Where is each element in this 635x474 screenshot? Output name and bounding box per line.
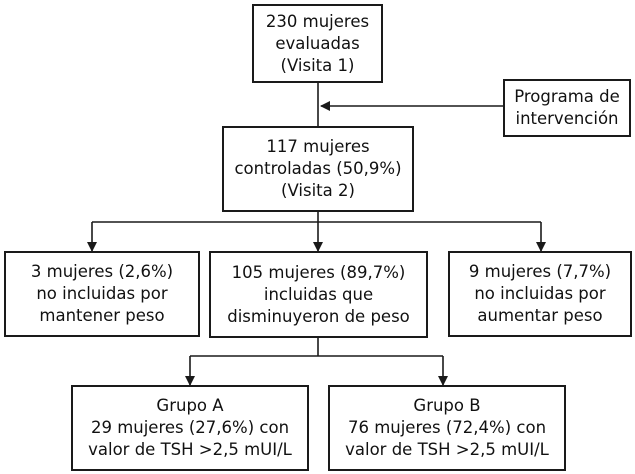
box-decreased-line-3: disminuyeron de peso: [227, 306, 410, 326]
box-group-b: Grupo B 76 mujeres (72,4%) con valor de …: [328, 385, 566, 471]
box-maintain-line-1: 3 mujeres (2,6%): [30, 262, 174, 281]
box-evaluated-line-2: evaluadas: [275, 33, 360, 53]
box-program-line-1: Programa de: [514, 87, 620, 106]
box-controlled-line-2: controladas (50,9%): [234, 159, 402, 178]
box-group-a-line-2: 29 mujeres (27,6%) con: [90, 418, 290, 437]
box-group-a: Grupo A 29 mujeres (27,6%) con valor de …: [71, 385, 309, 471]
box-increased-line-3: aumentar peso: [477, 306, 603, 325]
box-group-a-line-3: valor de TSH >2,5 mUI/L: [88, 440, 292, 459]
box-controlled-line-1: 117 mujeres: [266, 137, 370, 156]
box-maintain-weight: 3 mujeres (2,6%) no incluidas por manten…: [4, 251, 200, 337]
box-evaluated: 230 mujeres evaluadas (Visita 1): [252, 4, 383, 83]
box-maintain-line-2: no incluidas por: [36, 284, 168, 303]
box-maintain-line-3: mantener peso: [39, 306, 165, 325]
box-group-b-line-2: 76 mujeres (72,4%) con: [347, 418, 547, 437]
box-evaluated-line-3: (Visita 1): [280, 55, 355, 75]
box-increased-weight: 9 mujeres (7,7%) no incluidas por aument…: [448, 251, 632, 337]
box-increased-line-2: no incluidas por: [474, 284, 606, 303]
box-increased-line-1: 9 mujeres (7,7%): [468, 262, 612, 281]
box-group-b-line-3: valor de TSH >2,5 mUI/L: [345, 440, 549, 459]
box-decreased-weight: 105 mujeres (89,7%) incluidas que dismin…: [209, 251, 428, 338]
box-decreased-line-2: incluidas que: [263, 284, 374, 304]
box-controlled-line-3: (Visita 2): [281, 181, 355, 200]
box-program-line-2: intervención: [515, 109, 619, 128]
box-program: Programa de intervención: [503, 79, 631, 137]
box-controlled: 117 mujeres controladas (50,9%) (Visita …: [222, 126, 414, 212]
box-decreased-line-1: 105 mujeres (89,7%): [231, 262, 406, 282]
box-evaluated-line-1: 230 mujeres: [265, 11, 370, 31]
box-group-a-line-1: Grupo A: [156, 396, 224, 415]
box-group-b-line-1: Grupo B: [413, 396, 481, 415]
